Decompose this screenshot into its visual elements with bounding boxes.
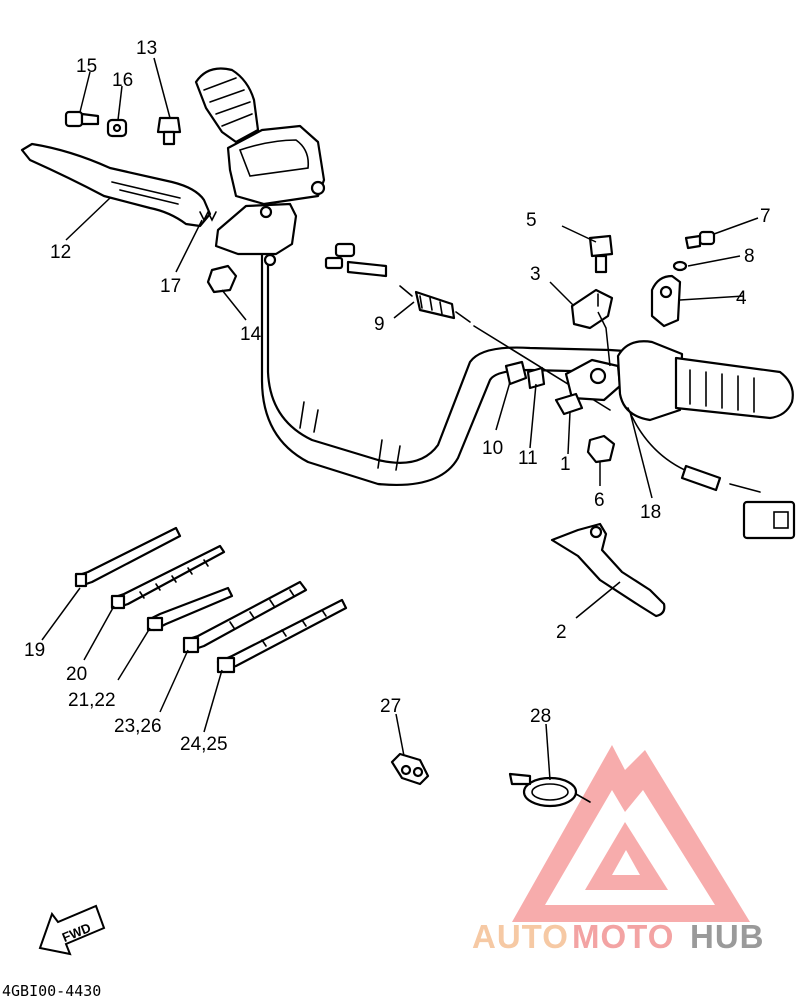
spring-17 <box>199 210 217 222</box>
callout-4: 4 <box>736 288 747 309</box>
callout-13: 13 <box>136 38 157 59</box>
leader-lines <box>41 57 759 781</box>
cable-tie-20 <box>110 544 226 610</box>
fwd-arrow-icon <box>38 904 106 956</box>
callout-2: 2 <box>556 622 567 643</box>
watermark-text-auto: AUTO <box>472 918 569 955</box>
clip-27 <box>390 752 430 786</box>
holder-part-1 <box>554 392 584 416</box>
clamp-4 <box>650 274 682 328</box>
cable-tie-23 <box>182 580 308 654</box>
nut-16 <box>106 118 128 138</box>
left-grip <box>194 67 260 144</box>
right-throttle-housing <box>616 340 684 422</box>
callout-19: 19 <box>24 640 45 661</box>
clip-11 <box>526 366 546 390</box>
washer-8 <box>672 260 688 272</box>
callout-21-22: 21,22 <box>68 690 116 711</box>
callout-23-26: 23,26 <box>114 716 162 737</box>
right-grip <box>674 356 794 420</box>
diagram-code: 4GBI00-4430 <box>2 982 101 1000</box>
callout-16: 16 <box>112 70 133 91</box>
clip-10 <box>504 360 528 386</box>
cable-18 <box>627 407 796 540</box>
right-brake-lever <box>550 522 666 618</box>
screw-7 <box>684 230 716 250</box>
callout-15: 15 <box>76 56 97 77</box>
cable-tie-21 <box>146 586 234 632</box>
callout-11: 11 <box>518 448 538 469</box>
callout-7: 7 <box>760 206 771 227</box>
watermark-text-moto: MOTO <box>572 918 674 955</box>
watermark-logo <box>512 745 750 922</box>
watermark-text-hub: HUB <box>690 918 765 955</box>
nut-6 <box>586 434 616 464</box>
left-lever-holder <box>214 202 298 267</box>
callout-10: 10 <box>482 438 503 459</box>
callout-9: 9 <box>374 314 385 335</box>
callout-3: 3 <box>530 264 541 285</box>
callout-1: 1 <box>560 454 571 475</box>
callout-12: 12 <box>50 242 71 263</box>
callout-24-25: 24,25 <box>180 734 228 755</box>
callout-28: 28 <box>530 706 551 727</box>
callout-18: 18 <box>640 502 661 523</box>
callout-5: 5 <box>526 210 537 231</box>
handlebar <box>260 238 642 486</box>
nut-14 <box>206 264 238 294</box>
left-clutch-lever <box>20 142 212 228</box>
band-clamp-28 <box>508 772 591 808</box>
cable-tie-19 <box>74 526 182 588</box>
callout-6: 6 <box>594 490 605 511</box>
bolt-15 <box>64 110 100 128</box>
cable-tie-24 <box>216 598 348 674</box>
callout-20: 20 <box>66 664 87 685</box>
callout-27: 27 <box>380 696 401 717</box>
callout-17: 17 <box>160 276 181 297</box>
callout-14: 14 <box>240 324 262 345</box>
bracket-3 <box>570 288 614 330</box>
callout-8: 8 <box>744 246 755 267</box>
screw-13 <box>156 116 182 146</box>
cable-9 <box>324 242 611 411</box>
left-switch-housing <box>226 124 326 206</box>
